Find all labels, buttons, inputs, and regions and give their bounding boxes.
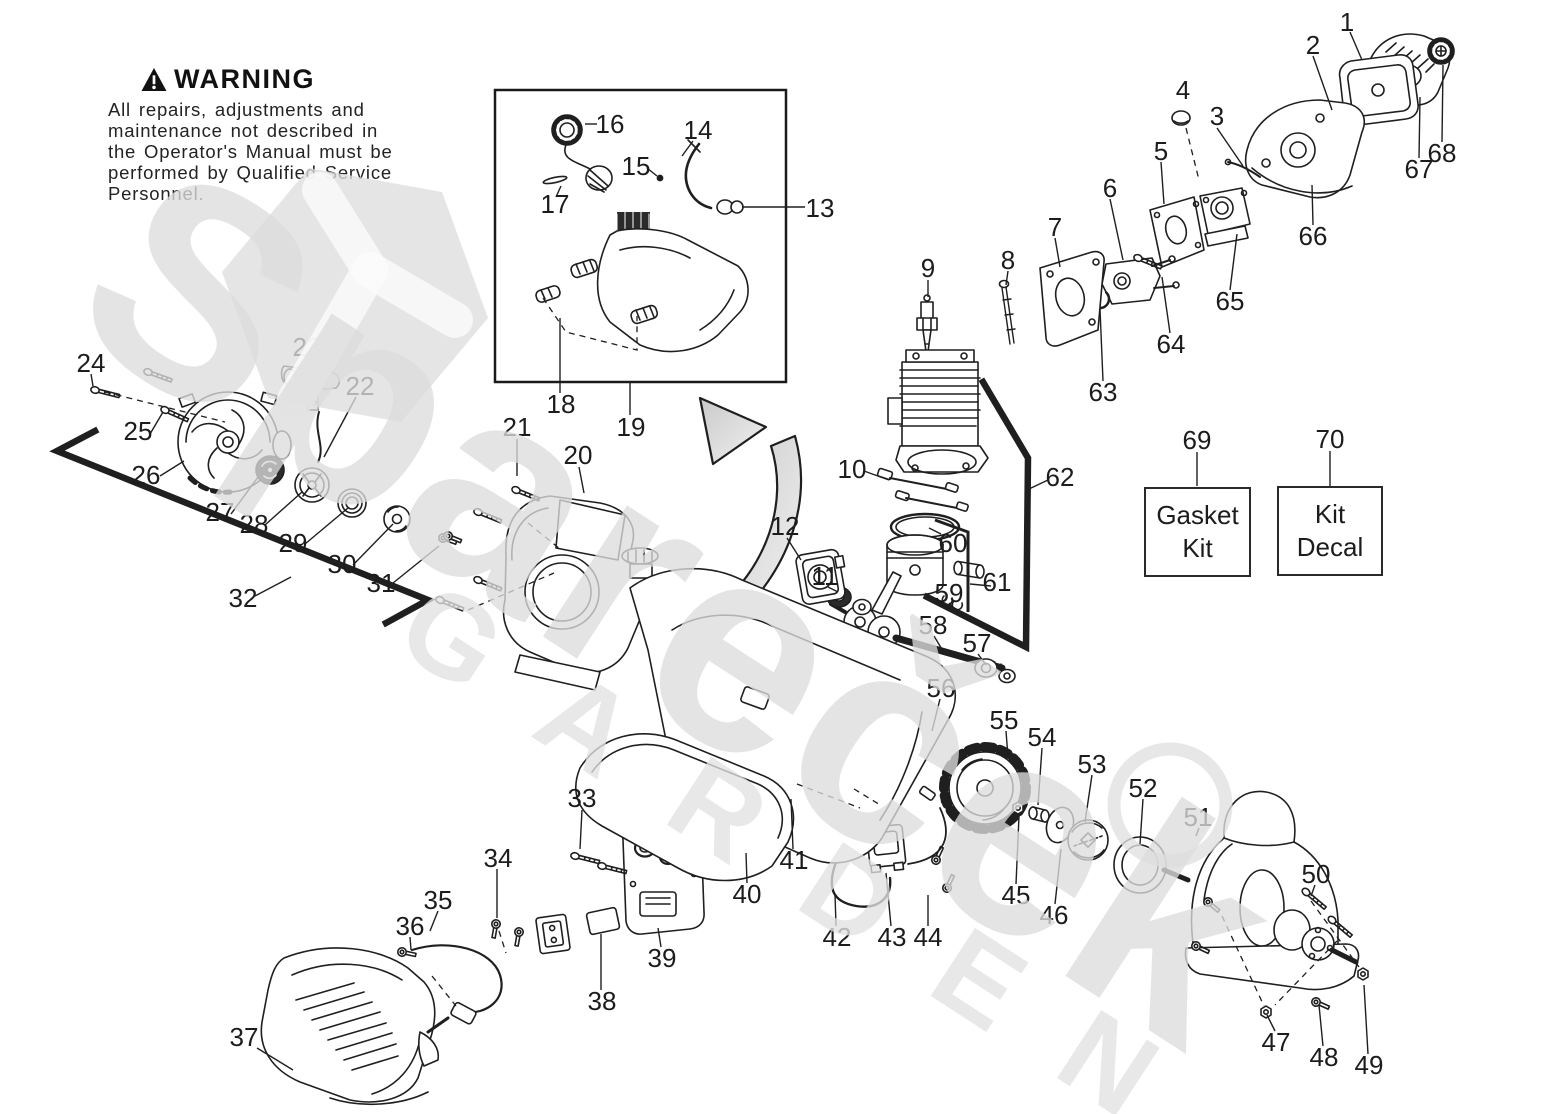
kit-decal-label-line1: Kit bbox=[1314, 499, 1346, 529]
part-label-32: 32 bbox=[228, 583, 258, 613]
part-label-55: 55 bbox=[989, 705, 1019, 735]
part-label-25: 25 bbox=[123, 416, 153, 446]
part-label-20: 20 bbox=[563, 440, 593, 470]
part-label-63: 63 bbox=[1088, 377, 1118, 407]
part-label-7: 7 bbox=[1047, 212, 1063, 242]
part-label-23: 23 bbox=[292, 332, 322, 362]
part-label-54: 54 bbox=[1027, 722, 1057, 752]
part-label-46: 46 bbox=[1039, 900, 1069, 930]
gasket-kit-box: Gasket Kit bbox=[1144, 487, 1251, 577]
part-label-28: 28 bbox=[239, 509, 269, 539]
part-label-45: 45 bbox=[1001, 880, 1031, 910]
part-label-51: 51 bbox=[1183, 802, 1213, 832]
part-label-4: 4 bbox=[1175, 75, 1191, 105]
part-label-6: 6 bbox=[1102, 173, 1118, 203]
part-label-67: 67 bbox=[1404, 154, 1434, 184]
part-label-49: 49 bbox=[1354, 1050, 1384, 1080]
part-label-62: 62 bbox=[1045, 462, 1075, 492]
part-label-31: 31 bbox=[366, 568, 396, 598]
part-label-18: 18 bbox=[546, 389, 576, 419]
part-label-12: 12 bbox=[770, 511, 800, 541]
gasket-kit-label-line2: Kit bbox=[1182, 533, 1213, 563]
part-label-22: 22 bbox=[345, 371, 375, 401]
part-label-39: 39 bbox=[647, 943, 677, 973]
part-label-38: 38 bbox=[587, 986, 617, 1016]
part-label-57: 57 bbox=[962, 628, 992, 658]
part-label-44: 44 bbox=[913, 922, 943, 952]
part-label-40: 40 bbox=[732, 879, 762, 909]
part-label-26: 26 bbox=[131, 460, 161, 490]
gasket-kit-label-line1: Gasket bbox=[1156, 500, 1239, 530]
part-label-8: 8 bbox=[1000, 245, 1016, 275]
part-label-59: 59 bbox=[934, 578, 964, 608]
warning-line: maintenance not described in bbox=[108, 120, 379, 141]
part-label-5: 5 bbox=[1153, 136, 1169, 166]
warning-title: WARNING bbox=[174, 64, 315, 94]
part-label-15: 15 bbox=[621, 151, 651, 181]
part-label-60: 60 bbox=[938, 528, 968, 558]
part-label-56: 56 bbox=[926, 673, 956, 703]
part-label-61: 61 bbox=[982, 567, 1012, 597]
part-label-17: 17 bbox=[540, 189, 570, 219]
part-label-50: 50 bbox=[1301, 859, 1331, 889]
part-label-34: 34 bbox=[483, 843, 513, 873]
kit-decal-label-line2: Decal bbox=[1296, 532, 1364, 562]
warning-line: Personnel. bbox=[108, 183, 205, 204]
part-label-27: 27 bbox=[205, 497, 235, 527]
part-label-33: 33 bbox=[567, 783, 597, 813]
warning-triangle-icon bbox=[141, 68, 167, 91]
part-label-37: 37 bbox=[229, 1022, 259, 1052]
part-label-2: 2 bbox=[1305, 30, 1321, 60]
part-label-53: 53 bbox=[1077, 749, 1107, 779]
warning-line: the Operator's Manual must be bbox=[108, 141, 393, 162]
part-label-64: 64 bbox=[1156, 329, 1186, 359]
part-label-13: 13 bbox=[805, 193, 835, 223]
part-label-9: 9 bbox=[920, 253, 936, 283]
part-label-58: 58 bbox=[918, 610, 948, 640]
part-label-36: 36 bbox=[395, 911, 425, 941]
part-label-30: 30 bbox=[327, 549, 357, 579]
part-label-10: 10 bbox=[837, 454, 867, 484]
part-label-16: 16 bbox=[595, 109, 625, 139]
part-label-21: 21 bbox=[502, 412, 532, 442]
part-label-41: 41 bbox=[779, 845, 809, 875]
part-label-70: 70 bbox=[1315, 424, 1345, 454]
part-label-43: 43 bbox=[877, 922, 907, 952]
warning-line: All repairs, adjustments and bbox=[108, 99, 365, 120]
part-label-42: 42 bbox=[822, 922, 852, 952]
part-label-52: 52 bbox=[1128, 773, 1158, 803]
part-label-48: 48 bbox=[1309, 1042, 1339, 1072]
part-label-47: 47 bbox=[1261, 1027, 1291, 1057]
part-label-3: 3 bbox=[1209, 101, 1225, 131]
part-label-11: 11 bbox=[811, 561, 839, 591]
part-label-1: 1 bbox=[1339, 7, 1355, 37]
part-label-65: 65 bbox=[1215, 286, 1245, 316]
kit-decal-box: Kit Decal bbox=[1277, 486, 1383, 576]
part-label-66: 66 bbox=[1298, 221, 1328, 251]
part-label-24: 24 bbox=[76, 348, 106, 378]
part-label-14: 14 bbox=[683, 115, 713, 145]
part-label-35: 35 bbox=[423, 885, 453, 915]
part-label-19: 19 bbox=[616, 412, 646, 442]
part-label-69: 69 bbox=[1182, 425, 1212, 455]
part-label-29: 29 bbox=[278, 528, 308, 558]
part-label-68: 68 bbox=[1427, 138, 1457, 168]
